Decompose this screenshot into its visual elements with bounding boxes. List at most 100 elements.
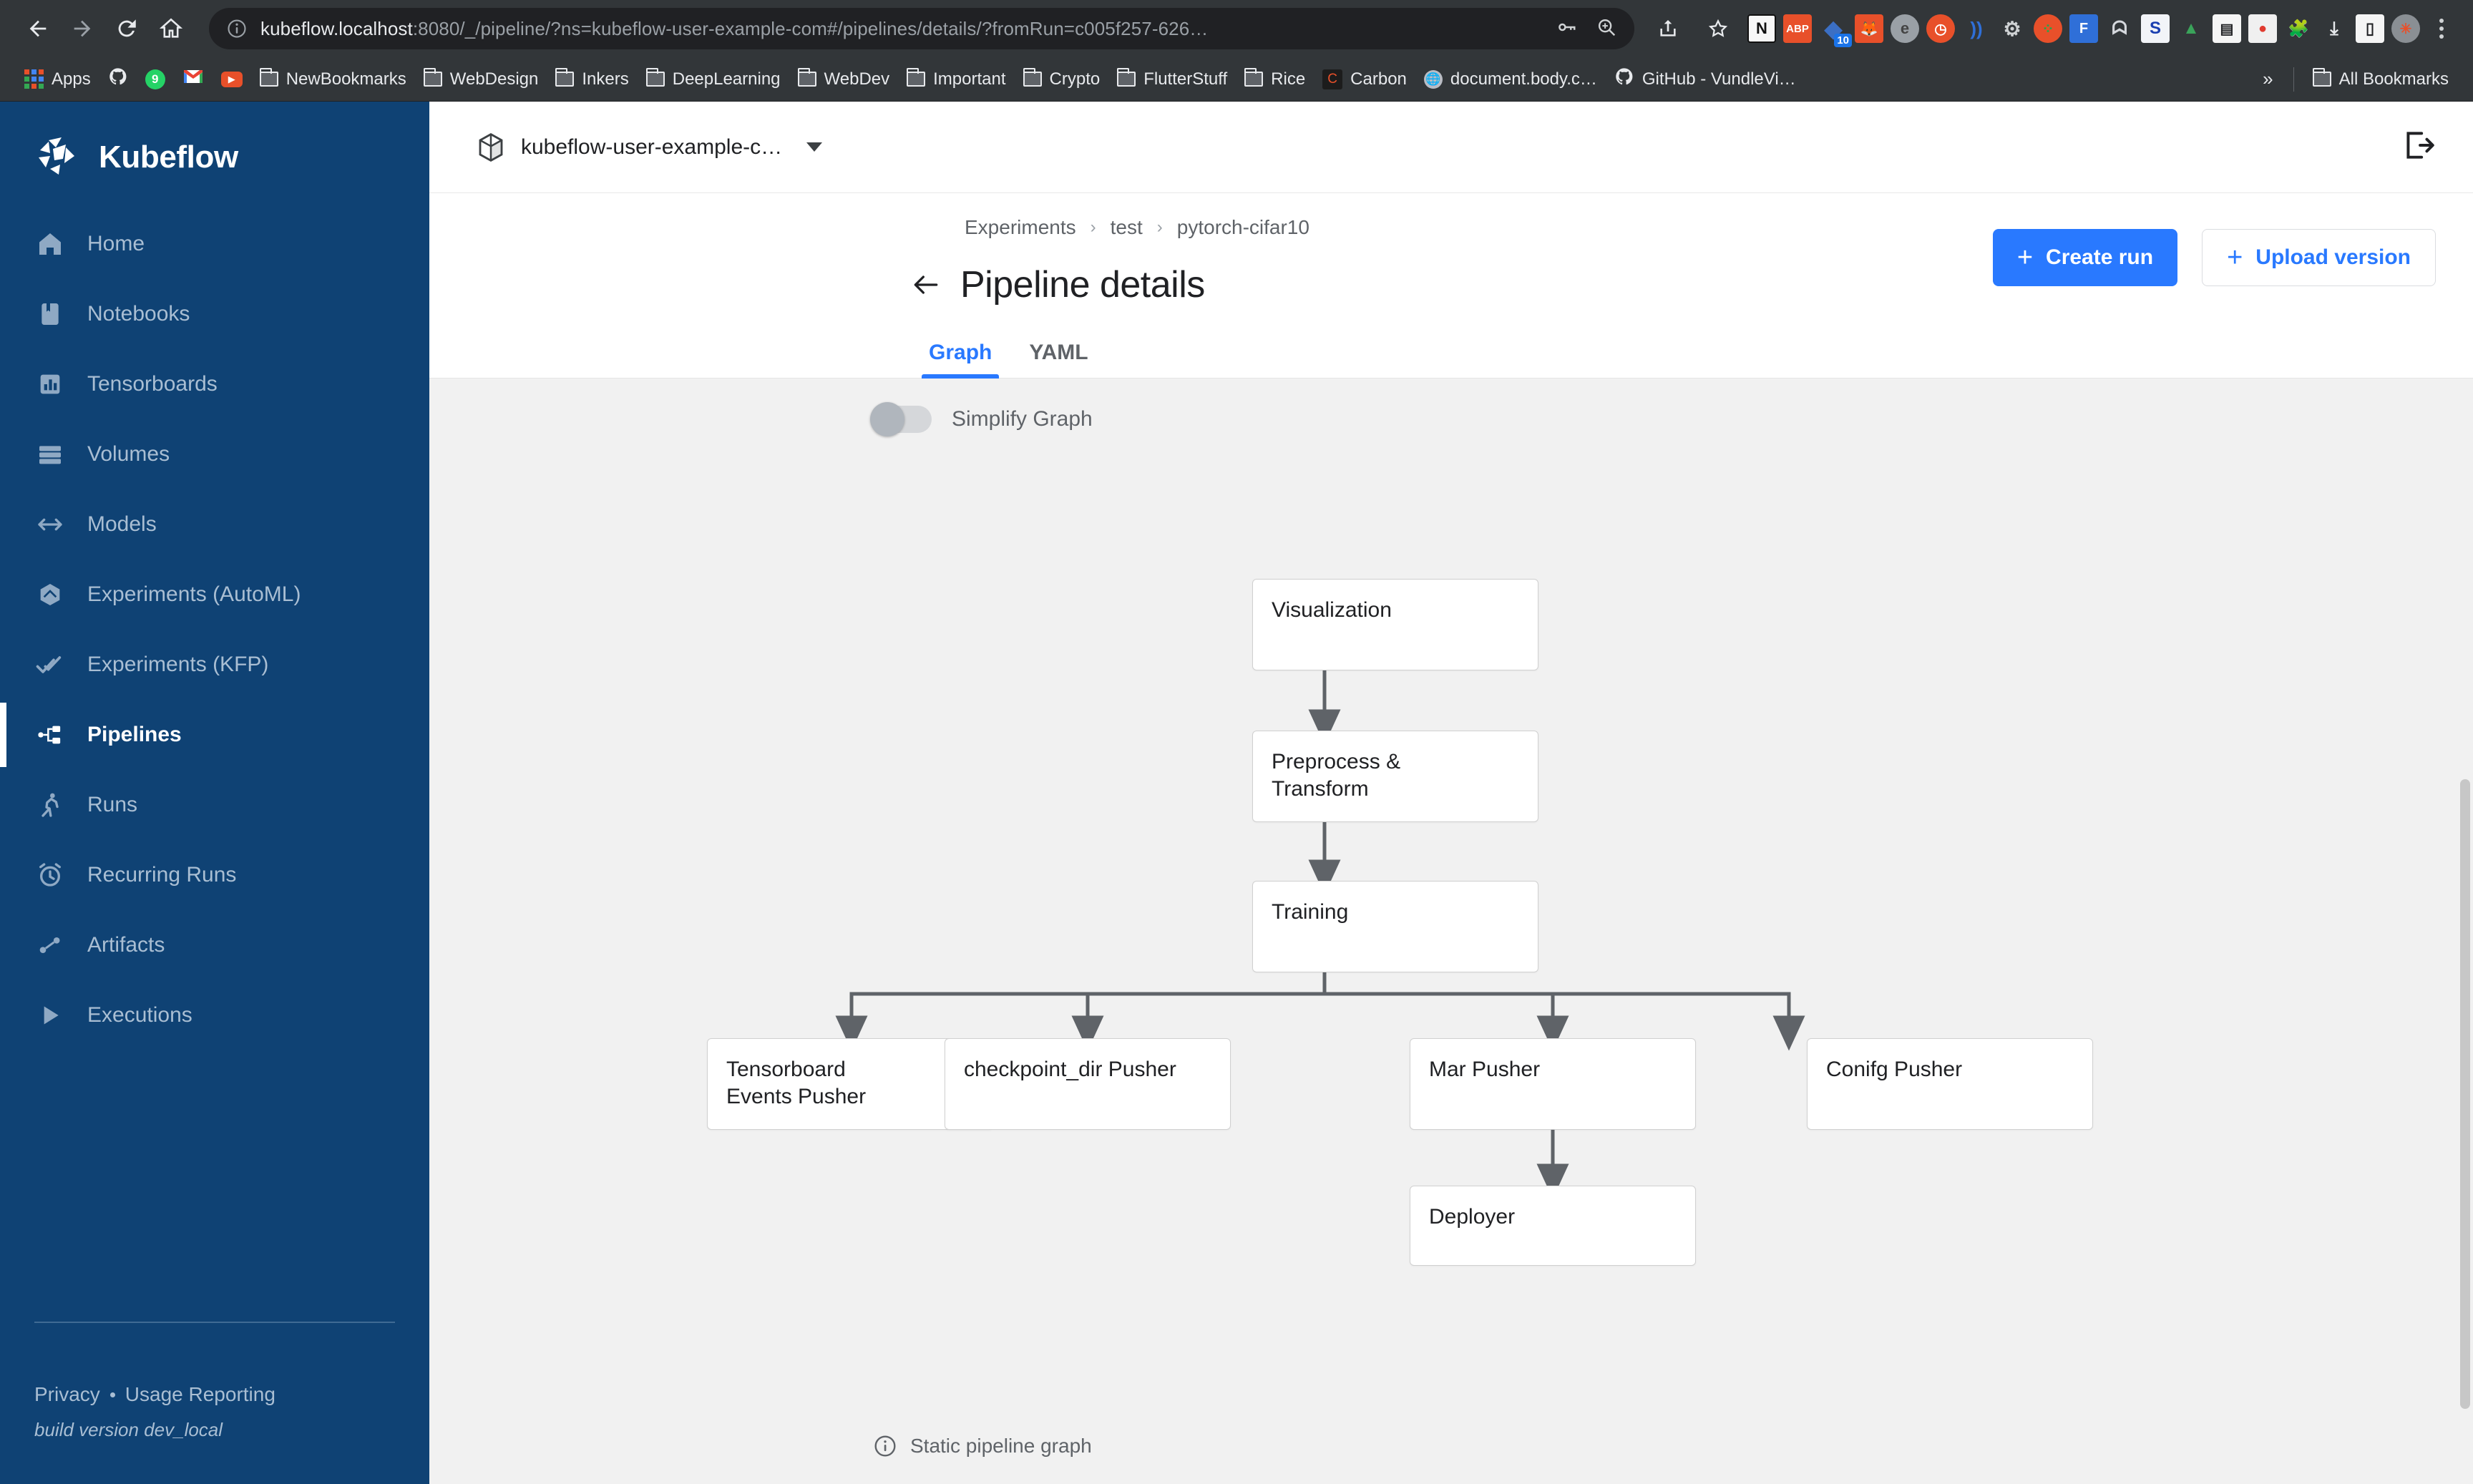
adblock-plus-extension[interactable]: ABP [1783,14,1812,43]
sidebar-item-models[interactable]: Models [0,489,429,560]
graph-node-visualization[interactable]: Visualization [1252,579,1538,670]
wifi-signal-extension[interactable]: )) [1970,17,1983,39]
graph-node-mar-pusher[interactable]: Mar Pusher [1410,1038,1696,1130]
reader-extension[interactable]: ▤ [2213,14,2241,43]
home-button[interactable] [149,6,193,51]
mobile-view-extension[interactable]: ▯ [2356,14,2384,43]
firefox-fox-extension[interactable]: 🦊 [1855,14,1883,43]
namespace-cube-icon [477,132,505,163]
breadcrumb-item-test[interactable]: test [1110,216,1143,238]
download-extension[interactable]: ⤓ [2330,17,2338,39]
graph-node-checkpoint-dir-pusher[interactable]: checkpoint_dir Pusher [945,1038,1231,1130]
upload-version-button[interactable]: + Upload version [2202,229,2436,286]
ghost-extension[interactable]: ᗣ [2112,17,2127,39]
sidebar-item-artifacts[interactable]: Artifacts [0,910,429,980]
graph-node-training[interactable]: Training [1252,881,1538,972]
logout-button[interactable] [2399,127,2439,167]
record-dot-extension[interactable]: ● [2248,14,2277,43]
sidebar-item-notebooks[interactable]: Notebooks [0,279,429,349]
bookmark-label: Carbon [1350,69,1407,89]
reload-button[interactable] [104,6,149,51]
green-arrow-extension[interactable]: ▲ [2182,19,2200,38]
graph-node-preprocess[interactable]: Preprocess & Transform [1252,731,1538,822]
password-key-icon[interactable] [1556,16,1577,42]
profile-avatar[interactable]: ✳ [2391,14,2420,43]
forward-button[interactable] [60,6,104,51]
grey-circle-extension[interactable]: e [1891,14,1919,43]
puzzle-piece-extension[interactable]: 🧩 [2288,19,2309,39]
tab-label: YAML [1029,341,1088,364]
bookmarks-overflow-button[interactable]: » [2263,68,2273,89]
bookmark-inkers[interactable]: Inkers [547,65,637,94]
brand[interactable]: Kubeflow [0,102,429,180]
sidebar-item-label: Runs [87,793,138,816]
clock-extension[interactable]: ◷ [1926,14,1955,43]
bookmark-label: NewBookmarks [286,69,406,89]
blue-diamond-extension[interactable]: ◆10 [1819,14,1852,47]
address-bar[interactable]: kubeflow.localhost:8080/_/pipeline/?ns=k… [209,8,1634,49]
scrollbar-thumb[interactable] [2460,779,2470,1409]
sidebar-item-executions[interactable]: Executions [0,980,429,1050]
tab-graph[interactable]: Graph [910,325,1010,379]
bookmark-flutterstuff[interactable]: FlutterStuff [1108,65,1236,94]
sidebar-item-recurring-runs[interactable]: Recurring Runs [0,840,429,910]
bookmark-carbon[interactable]: C Carbon [1314,65,1415,94]
sidebar-item-runs[interactable]: Runs [0,770,429,840]
bookmark-webdev[interactable]: WebDev [789,65,899,94]
url-rest: :8080/_/pipeline/?ns=kubeflow-user-examp… [412,17,1209,39]
graph-node-conifg-pusher[interactable]: Conifg Pusher [1807,1038,2093,1130]
grammarly-s-extension[interactable]: S [2141,14,2170,43]
bookmarks-divider [2293,67,2294,92]
url-text[interactable]: kubeflow.localhost:8080/_/pipeline/?ns=k… [260,18,1543,40]
sidebar-item-label: Experiments (KFP) [87,653,269,676]
chrome-menu-button[interactable] [2426,9,2457,49]
bookmark-whatsapp[interactable]: 9 [137,65,174,94]
chevron-down-icon[interactable] [806,142,823,152]
site-info-icon[interactable] [226,18,248,39]
bookmark-deeplearning[interactable]: DeepLearning [638,65,789,94]
graph-canvas[interactable]: Simplify Graph [429,379,2473,1484]
bookmark-github-vundlevim[interactable]: GitHub - VundleVi… [1606,62,1805,96]
bookmark-important[interactable]: Important [898,65,1014,94]
share-icon[interactable] [1646,6,1690,51]
sidebar-item-label: Artifacts [87,933,165,957]
vertical-scrollbar[interactable] [2457,379,2473,1484]
sidebar-item-volumes[interactable]: Volumes [0,419,429,489]
build-version: build version dev_local [34,1419,223,1440]
sidebar-item-tensorboards[interactable]: Tensorboards [0,349,429,419]
sidebar-item-pipelines[interactable]: Pipelines [0,700,429,770]
back-arrow-icon[interactable] [910,269,942,301]
bookmark-github[interactable] [99,62,137,96]
sidebar-item-experiments-automl[interactable]: Experiments (AutoML) [0,560,429,630]
bookmark-youtube[interactable]: ▶ [213,67,251,92]
bookmarks-bar: Apps 9 ▶ NewBookmarks WebDesign Inkers D… [0,57,2473,102]
bookmark-gmail[interactable] [174,64,213,94]
all-bookmarks-label: All Bookmarks [2338,69,2449,89]
orange-dots-extension[interactable]: ⁘ [2034,14,2062,43]
tab-bar: Graph YAML [429,325,2473,379]
simplify-graph-toggle[interactable] [870,402,932,436]
create-run-button[interactable]: + Create run [1992,229,2178,286]
bookmark-newbookmarks[interactable]: NewBookmarks [251,65,415,94]
bookmark-crypto[interactable]: Crypto [1015,65,1109,94]
bookmark-rice[interactable]: Rice [1236,65,1314,94]
f-blue-extension[interactable]: F [2069,14,2098,43]
kubeflow-app: Kubeflow Home Notebooks Tensorboards V [0,102,2473,1484]
usage-reporting-link[interactable]: Usage Reporting [125,1383,275,1405]
tab-yaml[interactable]: YAML [1010,325,1106,378]
breadcrumb-item-experiments[interactable]: Experiments [965,216,1076,238]
back-button[interactable] [16,6,60,51]
all-bookmarks-button[interactable]: All Bookmarks [2304,65,2457,94]
zoom-magnifier-icon[interactable] [1596,16,1617,42]
sidebar-item-experiments-kfp[interactable]: Experiments (KFP) [0,630,429,700]
sidebar-item-home[interactable]: Home [0,209,429,279]
gear-settings-extension[interactable]: ⚙ [2003,17,2021,40]
bookmark-star-icon[interactable] [1696,6,1740,51]
privacy-link[interactable]: Privacy [34,1383,100,1405]
bookmark-webdesign[interactable]: WebDesign [415,65,547,94]
bookmark-document-body[interactable]: 🌐 document.body.c… [1415,65,1606,94]
bookmark-apps[interactable]: Apps [16,65,99,94]
namespace-selector[interactable]: kubeflow-user-example-c… [477,132,823,163]
graph-node-deployer[interactable]: Deployer [1410,1186,1696,1266]
notion-extension[interactable]: N [1747,14,1776,43]
